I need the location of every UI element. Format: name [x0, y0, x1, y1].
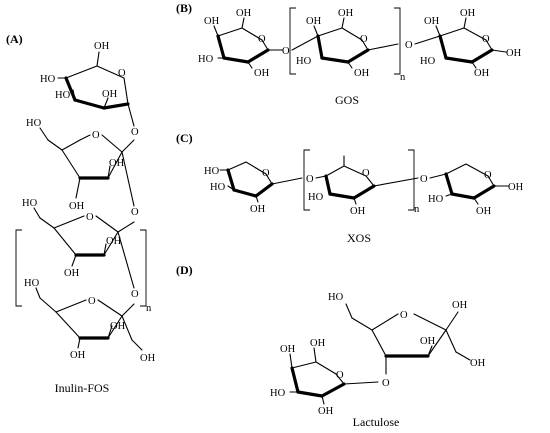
gos3-oh-c4: OH — [424, 16, 440, 27]
glc-ring-o: O — [118, 68, 126, 79]
gos-structure: (B) OH OH O HO OH O n — [176, 1, 522, 107]
xos-ring-3 — [429, 163, 509, 205]
xos1-oh-c2: OH — [250, 204, 266, 215]
lac-gal-ho-c3: HO — [270, 388, 286, 399]
gos2-oh-c6: OH — [338, 8, 354, 19]
fructose-ring-2 — [33, 207, 135, 289]
gos1-oh-c4: OH — [204, 16, 220, 27]
repeat-bracket-c — [303, 149, 415, 211]
panel-label-a: (A) — [6, 32, 23, 46]
lactulose-galactose-ring — [289, 347, 379, 405]
xos-link-o-1: O — [306, 174, 314, 185]
glc-ho-c4: HO — [40, 74, 56, 85]
fru3-oh-c3: OH — [110, 321, 126, 332]
lac-fru-oh-c2: OH — [452, 300, 468, 311]
gos-ring-1 — [213, 17, 283, 69]
panel-label-d: (D) — [176, 263, 193, 277]
xos1-ho-c3: HO — [210, 182, 226, 193]
lac-glycosidic-o: O — [382, 378, 390, 389]
gos1-ring-o: O — [258, 34, 266, 45]
gos3-oh-c6: OH — [460, 8, 476, 19]
gos-link-o-1: O — [282, 46, 290, 57]
glc-oh-c6: OH — [94, 41, 110, 52]
lac-fru-oh-c1: OH — [470, 358, 486, 369]
gos3-ring-o: O — [482, 34, 490, 45]
fru1-oh-c3: OH — [109, 158, 125, 169]
fru3-ring-o: O — [88, 296, 96, 307]
lactulose-fructose-ring — [345, 303, 471, 375]
xos2-ring-o: O — [362, 168, 370, 179]
lac-fru-ring-o: O — [400, 310, 408, 321]
caption-xos: XOS — [347, 231, 371, 245]
fru3-oh-c4: OH — [70, 350, 86, 361]
caption-gos: GOS — [335, 93, 359, 107]
repeat-n-c: n — [414, 204, 420, 215]
caption-lactulose: Lactulose — [353, 415, 400, 429]
panel-label-c: (C) — [176, 131, 193, 145]
xos1-ring-o: O — [262, 168, 270, 179]
gos3-ho-c3: HO — [420, 56, 436, 67]
xos2-oh-c2: OH — [350, 206, 366, 217]
gos2-ring-o: O — [360, 34, 368, 45]
gos1-ho-c3: HO — [198, 54, 214, 65]
fru1-ho-c6: HO — [26, 118, 42, 129]
fru2-oh-c4: OH — [64, 268, 80, 279]
panel-label-b: (B) — [176, 1, 192, 15]
caption-inulin-fos: Inulin-FOS — [55, 381, 110, 395]
gos3-oh-c1: OH — [506, 48, 522, 59]
glycosidic-o-3: O — [131, 289, 139, 300]
xos3-oh-c1: OH — [508, 182, 524, 193]
fru3-oh-c1: OH — [140, 353, 156, 364]
gos1-oh-c2: OH — [254, 68, 270, 79]
lac-gal-oh-c2: OH — [318, 406, 334, 417]
glc-ho-c3: HO — [55, 90, 71, 101]
inulin-fos-structure: (A) OH O HO HO OH O — [6, 32, 156, 395]
gos2-oh-c4: OH — [306, 16, 322, 27]
gos1-oh-c6: OH — [236, 8, 252, 19]
fru2-ho-c6: HO — [22, 198, 38, 209]
repeat-bracket-a — [15, 229, 147, 307]
fru2-ring-o: O — [86, 212, 94, 223]
xos3-ring-o: O — [484, 170, 492, 181]
fru1-ring-o: O — [92, 130, 100, 141]
repeat-n-a: n — [146, 303, 152, 314]
lactulose-structure: (D) HO O OH OH OH O — [176, 263, 486, 429]
gos2-oh-c2: OH — [354, 68, 370, 79]
glc-oh-c2: OH — [102, 89, 118, 100]
xos-ring-2 — [315, 155, 419, 205]
lac-gal-oh-c4: OH — [280, 344, 296, 355]
fructose-ring-3 — [35, 287, 143, 351]
lac-fru-oh-c3: OH — [420, 336, 436, 347]
gos-link-o-2: O — [405, 40, 413, 51]
gos-ring-3 — [414, 17, 507, 69]
gos2-ho-c3: HO — [296, 56, 312, 67]
fru2-oh-c3: OH — [106, 236, 122, 247]
gos-ring-2 — [291, 17, 399, 69]
xos2-ho-c3: HO — [308, 192, 324, 203]
lac-gal-oh-c6: OH — [310, 338, 326, 349]
repeat-bracket-b — [289, 7, 401, 75]
repeat-n-b: n — [400, 72, 406, 83]
glycosidic-o-1: O — [131, 127, 139, 138]
xos1-ho-c4: HO — [204, 166, 220, 177]
glucose-ring — [57, 51, 135, 127]
xos-link-o-2: O — [420, 174, 428, 185]
fru3-ho-c6: HO — [24, 278, 40, 289]
xos-structure: (C) HO O HO OH O n — [176, 131, 524, 245]
glycosidic-o-2: O — [131, 207, 139, 218]
xos3-ho-c3: HO — [428, 194, 444, 205]
fru1-oh-c4: OH — [69, 201, 85, 212]
lac-gal-ring-o: O — [336, 370, 344, 381]
fructose-ring-1 — [39, 127, 135, 207]
lac-fru-ho-c6: HO — [328, 292, 344, 303]
xos3-oh-c2: OH — [476, 206, 492, 217]
gos3-oh-c2: OH — [474, 68, 490, 79]
xos-ring-1 — [219, 161, 303, 203]
